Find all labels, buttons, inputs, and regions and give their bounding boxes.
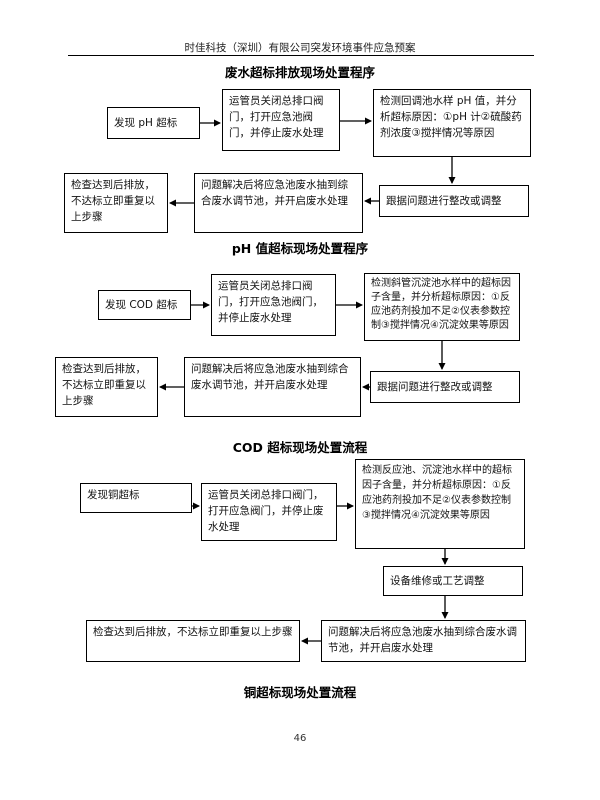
s1-step-rectify: 跟据问题进行整改或调整 <box>379 185 529 217</box>
s1-step-resolve-text: 问题解决后将应急池废水抽到综合废水调节池，并开启废水处理 <box>201 179 348 207</box>
s1-step-analyze-text: 检测回调池水样 pH 值，并分析超标原因：①pH 计②硫酸药剂浓度③搅拌情况等原… <box>380 95 522 139</box>
s1-step-recheck: 检查达到后排放，不达标立即重复以上步骤 <box>64 173 168 233</box>
s2-step-close-valve-text: 运管员关闭总排口阀门，打开应急池阀门，并停止废水处理 <box>218 280 323 324</box>
s2-step-detect: 发现 COD 超标 <box>98 290 191 320</box>
s3-step-analyze: 检测反应池、沉淀池水样中的超标因子含量，并分析超标原因：①反应池药剂投加不足②仪… <box>355 459 525 549</box>
s2-step-rectify: 跟据问题进行整改或调整 <box>370 371 520 403</box>
header-divider <box>68 55 534 56</box>
s1-step-rectify-text: 跟据问题进行整改或调整 <box>386 195 502 207</box>
s3-step-detect: 发现铜超标 <box>80 483 192 513</box>
s1-step-close-valve: 运管员关闭总排口阀门，打开应急池阀门，并停止废水处理 <box>222 89 340 151</box>
s2-step-recheck: 检查达到后排放，不达标立即重复以上步骤 <box>55 357 158 417</box>
s1-step-resolve: 问题解决后将应急池废水抽到综合废水调节池，并开启废水处理 <box>194 173 363 233</box>
s3-step-adjust-text: 设备维修或工艺调整 <box>390 575 485 587</box>
page-header: 时佳科技（深圳）有限公司突发环境事件应急预案 <box>184 42 416 54</box>
section1-title: 废水超标排放现场处置程序 <box>224 65 375 80</box>
s3-step-adjust: 设备维修或工艺调整 <box>383 566 523 596</box>
section2-title: pH 值超标现场处置程序 <box>231 241 369 256</box>
s2-step-close-valve: 运管员关闭总排口阀门，打开应急池阀门，并停止废水处理 <box>211 274 336 336</box>
s3-step-detect-text: 发现铜超标 <box>87 489 140 501</box>
s2-step-resolve: 问题解决后将应急池废水抽到综合废水调节池，并开启废水处理 <box>184 357 361 417</box>
s3-step-resolve: 问题解决后将应急池废水抽到综合废水调节池，并开启废水处理 <box>321 620 526 662</box>
section4-title: 铜超标现场处置流程 <box>243 685 357 700</box>
s2-step-detect-text: 发现 COD 超标 <box>105 299 178 311</box>
s2-step-resolve-text: 问题解决后将应急池废水抽到综合废水调节池，并开启废水处理 <box>191 363 349 391</box>
s1-step-detect: 发现 pH 超标 <box>107 107 200 139</box>
s3-step-analyze-text: 检测反应池、沉淀池水样中的超标因子含量，并分析超标原因：①反应池药剂投加不足②仪… <box>362 465 512 521</box>
s3-step-recheck: 检查达到后排放，不达标立即重复以上步骤 <box>86 620 300 662</box>
s2-step-analyze: 检测斜管沉淀池水样中的超标因子含量，并分析超标原因：①反应池药剂投加不足②仪表参… <box>364 273 520 341</box>
page-number: 46 <box>293 733 307 744</box>
s1-step-analyze: 检测回调池水样 pH 值，并分析超标原因：①pH 计②硫酸药剂浓度③搅拌情况等原… <box>373 89 531 157</box>
s1-step-detect-text: 发现 pH 超标 <box>114 117 178 129</box>
s1-step-recheck-text: 检查达到后排放，不达标立即重复以上步骤 <box>71 179 155 223</box>
s1-step-close-valve-text: 运管员关闭总排口阀门，打开应急池阀门，并停止废水处理 <box>229 95 324 139</box>
s2-step-recheck-text: 检查达到后排放，不达标立即重复以上步骤 <box>62 363 146 407</box>
s2-step-analyze-text: 检测斜管沉淀池水样中的超标因子含量，并分析超标原因：①反应池药剂投加不足②仪表参… <box>371 278 511 331</box>
s2-step-rectify-text: 跟据问题进行整改或调整 <box>377 381 493 393</box>
s3-step-recheck-text: 检查达到后排放，不达标立即重复以上步骤 <box>93 626 293 638</box>
section3-title: COD 超标现场处置流程 <box>232 440 368 455</box>
s3-step-resolve-text: 问题解决后将应急池废水抽到综合废水调节池，并开启废水处理 <box>328 626 517 654</box>
s3-step-close-valve: 运管员关闭总排口阀门，打开应急阀门，并停止废水处理 <box>201 483 337 541</box>
s3-step-close-valve-text: 运管员关闭总排口阀门，打开应急阀门，并停止废水处理 <box>208 489 324 533</box>
